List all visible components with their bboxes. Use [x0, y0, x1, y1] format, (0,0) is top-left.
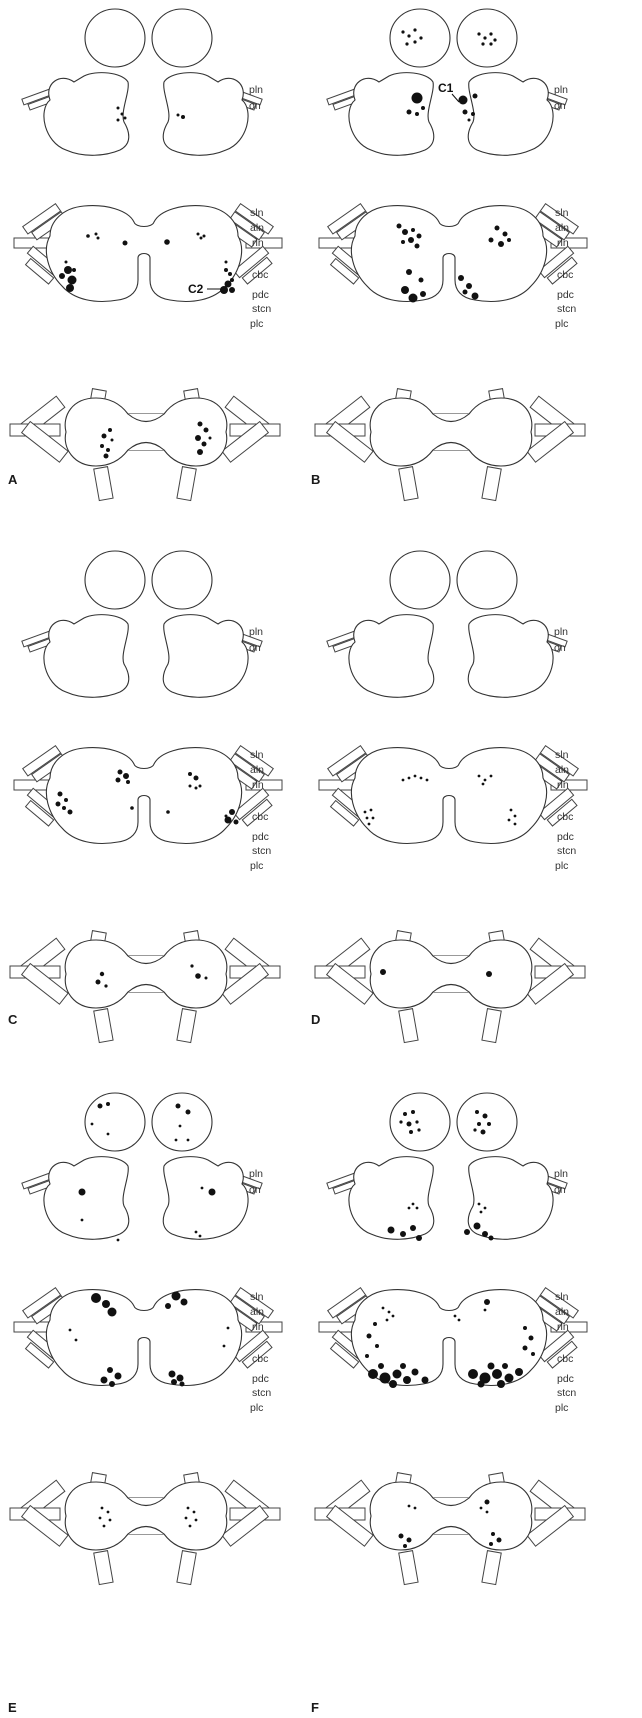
label-cbc: cbc [557, 269, 573, 281]
label-on: on [249, 100, 261, 112]
label-pdc: pdc [557, 831, 574, 843]
panel-e: pln on sln aln rln cbc pdc stcn plc E [8, 1093, 282, 1715]
labels-e: pln on sln aln rln cbc pdc stcn plc [249, 1168, 271, 1414]
panel-c: pln on sln aln rln cbc pdc stcn plc C [8, 551, 282, 1043]
label-plc: plc [250, 860, 263, 872]
label-cbc: cbc [557, 1353, 573, 1365]
panel-f: pln on sln aln rln cbc pdc stcn plc F [311, 1093, 587, 1715]
label-rln: rln [557, 237, 569, 249]
label-aln: aln [555, 1306, 569, 1318]
label-stcn: stcn [252, 1387, 271, 1399]
label-sln: sln [555, 1291, 569, 1303]
label-pdc: pdc [252, 1373, 269, 1385]
panel-letter-d: D [311, 1012, 320, 1027]
label-plc: plc [555, 318, 568, 330]
label-pln: pln [249, 626, 263, 638]
label-plc: plc [555, 1402, 568, 1414]
label-plc: plc [250, 1402, 263, 1414]
label-plc: plc [250, 318, 263, 330]
panel-b: pln on sln aln rln cbc pdc stcn plc C1 B [311, 9, 587, 501]
label-sln: sln [250, 1291, 264, 1303]
panel-letter-c: C [8, 1012, 18, 1027]
labels-b: pln on sln aln rln cbc pdc stcn plc [554, 84, 576, 330]
label-rln: rln [252, 1321, 264, 1333]
label-cbc: cbc [252, 1353, 268, 1365]
label-aln: aln [555, 222, 569, 234]
label-sln: sln [555, 207, 569, 219]
label-pdc: pdc [557, 1373, 574, 1385]
panel-letter-f: F [311, 1700, 319, 1715]
label-aln: aln [250, 764, 264, 776]
labels-a: pln on sln aln rln cbc pdc stcn plc [249, 84, 271, 330]
label-rln: rln [557, 1321, 569, 1333]
labels-f: pln on sln aln rln cbc pdc stcn plc [554, 1168, 576, 1414]
label-on: on [554, 642, 566, 654]
label-stcn: stcn [557, 845, 576, 857]
label-pln: pln [554, 84, 568, 96]
label-sln: sln [250, 749, 264, 761]
label-rln: rln [252, 779, 264, 791]
label-on: on [249, 1184, 261, 1196]
label-aln: aln [250, 222, 264, 234]
label-sln: sln [250, 207, 264, 219]
label-pdc: pdc [252, 289, 269, 301]
label-stcn: stcn [557, 303, 576, 315]
label-plc: plc [555, 860, 568, 872]
panel-a: pln on sln aln rln cbc pdc stcn plc C2 A [8, 9, 282, 501]
label-pln: pln [249, 1168, 263, 1180]
label-pln: pln [554, 1168, 568, 1180]
label-pdc: pdc [557, 289, 574, 301]
labels-d: pln on sln aln rln cbc pdc stcn plc [554, 626, 576, 872]
label-on: on [554, 1184, 566, 1196]
label-rln: rln [557, 779, 569, 791]
label-pdc: pdc [252, 831, 269, 843]
panel-letter-b: B [311, 472, 320, 487]
panel-d: pln on sln aln rln cbc pdc stcn plc D [311, 551, 587, 1043]
label-pln: pln [249, 84, 263, 96]
label-cbc: cbc [557, 811, 573, 823]
label-on: on [249, 642, 261, 654]
panel-letter-a: A [8, 472, 18, 487]
callout-c1-leader [452, 94, 459, 102]
label-sln: sln [555, 749, 569, 761]
label-aln: aln [555, 764, 569, 776]
label-pln: pln [554, 626, 568, 638]
callout-c2: C2 [188, 282, 204, 296]
panel-letter-e: E [8, 1700, 17, 1715]
label-stcn: stcn [252, 845, 271, 857]
label-cbc: cbc [252, 811, 268, 823]
callout-c1: C1 [438, 81, 454, 95]
label-cbc: cbc [252, 269, 268, 281]
label-stcn: stcn [252, 303, 271, 315]
label-rln: rln [252, 237, 264, 249]
labels-c: pln on sln aln rln cbc pdc stcn plc [249, 626, 271, 872]
label-stcn: stcn [557, 1387, 576, 1399]
label-aln: aln [250, 1306, 264, 1318]
label-on: on [554, 100, 566, 112]
